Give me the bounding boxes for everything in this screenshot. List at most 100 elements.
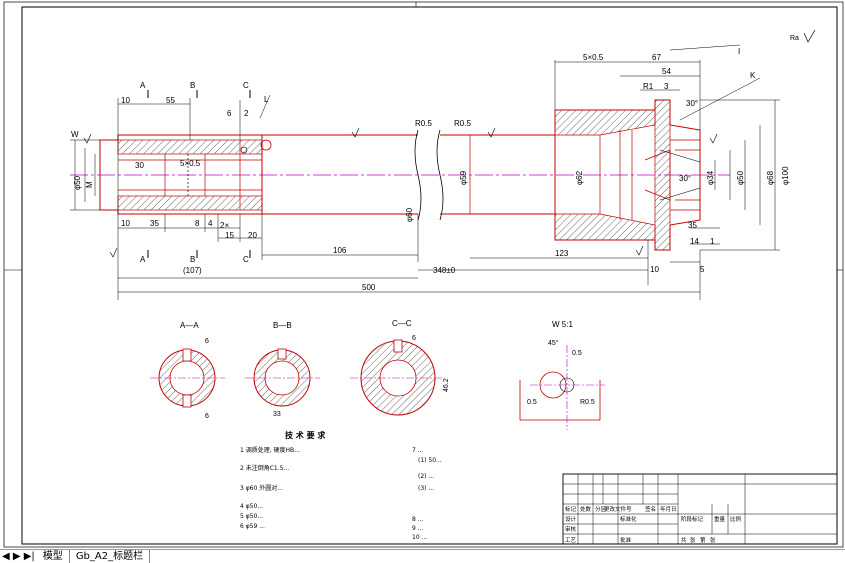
svg-text:φ100: φ100 xyxy=(781,166,790,185)
svg-text:R0.5: R0.5 xyxy=(580,399,595,406)
svg-text:M: M xyxy=(85,181,94,188)
section-a-a: A—A 6 6 xyxy=(150,321,225,420)
svg-text:20: 20 xyxy=(248,231,257,240)
svg-text:C—C: C—C xyxy=(392,319,412,328)
svg-text:4: 4 xyxy=(208,219,213,228)
svg-text:年月日: 年月日 xyxy=(660,505,677,513)
svg-text:9 ...: 9 ... xyxy=(412,525,424,532)
layout-tab-bar: ◀ ▶ ▶| 模型 Gb_A2_标题栏 xyxy=(0,549,845,563)
svg-text:技 术 要 求: 技 术 要 求 xyxy=(285,430,326,440)
roughness-symbol-general: Ra xyxy=(790,29,816,43)
svg-text:B: B xyxy=(190,255,195,264)
svg-text:6: 6 xyxy=(227,109,232,118)
svg-text:B—B: B—B xyxy=(273,321,292,330)
svg-text:更改文件号: 更改文件号 xyxy=(604,505,632,513)
svg-text:φ60: φ60 xyxy=(405,207,414,222)
svg-text:φ59: φ59 xyxy=(459,170,468,185)
svg-text:R0.5: R0.5 xyxy=(415,119,432,128)
svg-text:K: K xyxy=(750,71,756,80)
svg-text:55: 55 xyxy=(166,96,175,105)
svg-text:30: 30 xyxy=(135,161,144,170)
svg-text:5 φ50...: 5 φ50... xyxy=(240,513,263,520)
svg-text:C: C xyxy=(243,255,249,264)
svg-text:φ50: φ50 xyxy=(736,170,745,185)
svg-text:L: L xyxy=(264,95,269,104)
svg-text:0.5: 0.5 xyxy=(527,399,537,406)
svg-text:6: 6 xyxy=(205,413,209,420)
svg-text:35: 35 xyxy=(688,221,697,230)
svg-text:10: 10 xyxy=(121,96,130,105)
svg-text:8: 8 xyxy=(195,219,200,228)
svg-text:处数: 处数 xyxy=(580,505,592,513)
svg-text:(3) ...: (3) ... xyxy=(418,485,434,492)
svg-text:W 5:1: W 5:1 xyxy=(552,320,573,329)
detail-w: W 5:1 45° 0.5 R0.5 0.5 xyxy=(519,320,605,430)
svg-text:2 未注倒角C1.5...: 2 未注倒角C1.5... xyxy=(240,464,289,472)
svg-text:标记: 标记 xyxy=(565,505,577,513)
svg-text:标准化: 标准化 xyxy=(620,515,637,523)
svg-text:0.5: 0.5 xyxy=(572,350,582,357)
svg-text:10: 10 xyxy=(121,219,130,228)
svg-text:4 φ50...: 4 φ50... xyxy=(240,503,263,510)
svg-text:14: 14 xyxy=(690,237,699,246)
svg-text:2×: 2× xyxy=(220,221,229,230)
svg-text:45°: 45° xyxy=(548,339,559,347)
svg-text:第: 第 xyxy=(700,536,706,544)
svg-text:1 调质处理, 硬度HB...: 1 调质处理, 硬度HB... xyxy=(240,446,300,454)
tab-model[interactable]: 模型 xyxy=(37,550,70,563)
svg-text:A: A xyxy=(140,255,146,264)
svg-text:阶段标记: 阶段标记 xyxy=(681,515,704,523)
svg-text:5×0.5: 5×0.5 xyxy=(583,53,604,62)
svg-text:6: 6 xyxy=(205,338,209,345)
svg-text:C: C xyxy=(243,81,249,90)
svg-text:φ34: φ34 xyxy=(706,170,715,185)
svg-text:签名: 签名 xyxy=(645,505,656,513)
svg-text:5: 5 xyxy=(700,265,705,274)
sheet-border-inner xyxy=(21,6,838,545)
svg-text:10: 10 xyxy=(650,265,659,274)
svg-text:8 ...: 8 ... xyxy=(412,516,424,523)
svg-text:(1) 50...: (1) 50... xyxy=(418,457,442,464)
svg-text:φ68: φ68 xyxy=(766,170,775,185)
tab-nav-buttons[interactable]: ◀ ▶ ▶| xyxy=(2,551,35,562)
svg-text:批准: 批准 xyxy=(620,536,632,544)
svg-text:54: 54 xyxy=(662,67,671,76)
svg-text:A: A xyxy=(140,81,146,90)
svg-text:A—A: A—A xyxy=(180,321,199,330)
svg-text:3 φ60 外圆对...: 3 φ60 外圆对... xyxy=(240,484,283,492)
svg-text:Ra: Ra xyxy=(790,35,799,42)
svg-text:6: 6 xyxy=(412,335,416,342)
svg-text:张: 张 xyxy=(690,536,696,544)
svg-text:500: 500 xyxy=(362,283,376,292)
sheet-border-outer xyxy=(3,1,844,548)
svg-text:φ62: φ62 xyxy=(575,170,584,185)
svg-text:67: 67 xyxy=(652,53,661,62)
svg-text:R1: R1 xyxy=(643,82,654,91)
tab-layout-titleblock[interactable]: Gb_A2_标题栏 xyxy=(70,550,151,563)
svg-text:33: 33 xyxy=(273,411,281,418)
svg-text:共: 共 xyxy=(681,536,687,544)
svg-text:30°: 30° xyxy=(686,99,698,108)
svg-text:6 φ59 ...: 6 φ59 ... xyxy=(240,523,265,530)
svg-text:35: 35 xyxy=(150,219,159,228)
svg-text:W: W xyxy=(71,130,79,139)
svg-text:46.2: 46.2 xyxy=(443,378,450,392)
svg-text:3: 3 xyxy=(664,82,669,91)
svg-text:2: 2 xyxy=(244,109,249,118)
svg-text:分区: 分区 xyxy=(595,505,607,513)
svg-text:106: 106 xyxy=(333,246,347,255)
section-c-c: C—C 6 46.2 xyxy=(350,319,450,416)
svg-text:10 ...: 10 ... xyxy=(412,534,427,541)
svg-text:30°: 30° xyxy=(679,174,691,183)
svg-text:15: 15 xyxy=(225,231,234,240)
svg-text:(107): (107) xyxy=(183,266,202,275)
svg-text:比例: 比例 xyxy=(730,515,742,523)
svg-text:(2) ...: (2) ... xyxy=(418,473,434,480)
svg-text:7 ...: 7 ... xyxy=(412,447,424,454)
svg-text:123: 123 xyxy=(555,249,569,258)
svg-text:设计: 设计 xyxy=(565,515,577,523)
engineering-drawing: Ra xyxy=(3,1,844,548)
svg-text:φ50: φ50 xyxy=(73,175,82,190)
section-b-b: B—B 33 xyxy=(245,321,320,418)
svg-text:R0.5: R0.5 xyxy=(454,119,471,128)
